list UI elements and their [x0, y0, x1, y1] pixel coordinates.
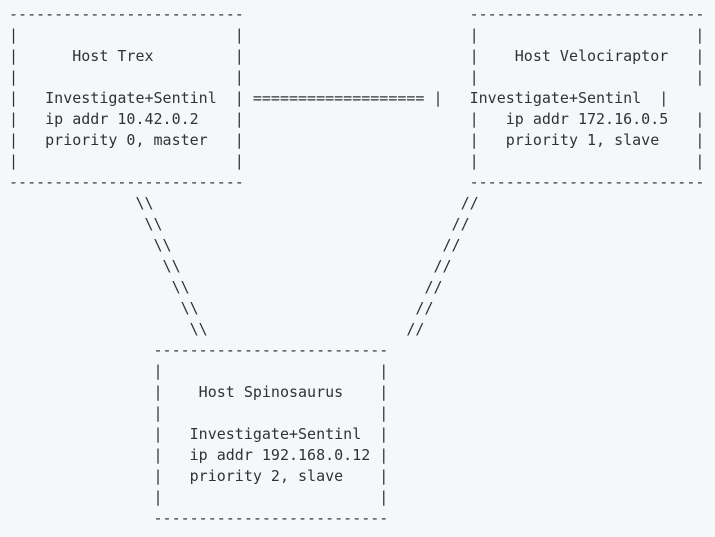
ascii-network-topology-art: -------------------------- -------------…: [9, 5, 705, 527]
